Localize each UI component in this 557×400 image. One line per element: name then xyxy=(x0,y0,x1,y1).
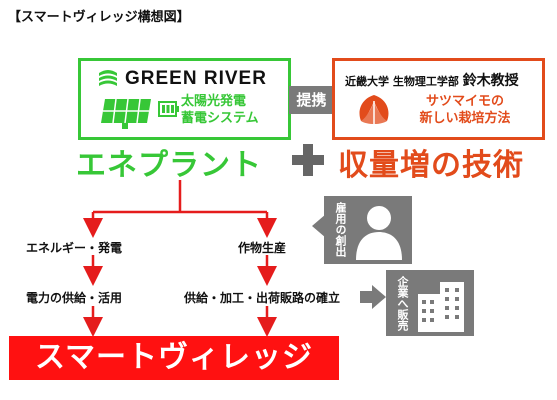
node-electricity: 電力の供給・活用 xyxy=(26,291,123,305)
kindai-line2: 新しい栽培方法 xyxy=(419,111,511,126)
green-river-line1: 太陽光発電 xyxy=(181,94,247,109)
green-river-name: GREEN RIVER xyxy=(125,68,267,89)
eneplant-heading: エネプラント xyxy=(76,148,262,183)
battery-icon xyxy=(158,101,179,117)
harvest-technology-heading: 収量増の技術 xyxy=(338,148,524,183)
plus-icon xyxy=(292,144,324,176)
node-energy: エネルギー・発電 xyxy=(26,241,123,255)
sales-arrow xyxy=(360,285,386,309)
node-crop: 作物生産 xyxy=(238,241,287,255)
green-river-logo-icon xyxy=(99,70,117,86)
diagram-title: 【スマートヴィレッジ構想図】 xyxy=(8,10,190,25)
building-icon xyxy=(418,282,464,332)
kindai-box: 近畿大学 生物理工学部 鈴木教授 サツマイモの 新しい栽培方法 xyxy=(332,58,545,140)
green-river-description: 太陽光発電 蓄電システム xyxy=(181,93,259,127)
node-supply: 供給・加工・出荷販路の確立 xyxy=(184,291,341,305)
kindai-professor: 鈴木教授 xyxy=(462,73,519,89)
sales-box: 企業へ販売 xyxy=(386,270,474,336)
person-icon xyxy=(356,206,402,260)
employment-label: 雇用の創出 xyxy=(334,202,347,257)
employment-box: 雇用の創出 xyxy=(324,196,412,264)
green-river-line2: 蓄電システム xyxy=(181,111,259,126)
kindai-header: 近畿大学 生物理工学部 鈴木教授 xyxy=(345,70,519,90)
kindai-department: 近畿大学 生物理工学部 xyxy=(345,75,459,88)
sweet-potato-leaf-icon xyxy=(359,95,389,129)
smart-village-banner: スマートヴィレッジ xyxy=(9,336,339,380)
kindai-description: サツマイモの 新しい栽培方法 xyxy=(405,93,525,127)
solar-panel-icon xyxy=(101,98,151,129)
partnership-label: 提携 xyxy=(289,86,334,114)
sales-label: 企業へ販売 xyxy=(396,276,409,331)
kindai-line1: サツマイモの xyxy=(425,94,504,109)
